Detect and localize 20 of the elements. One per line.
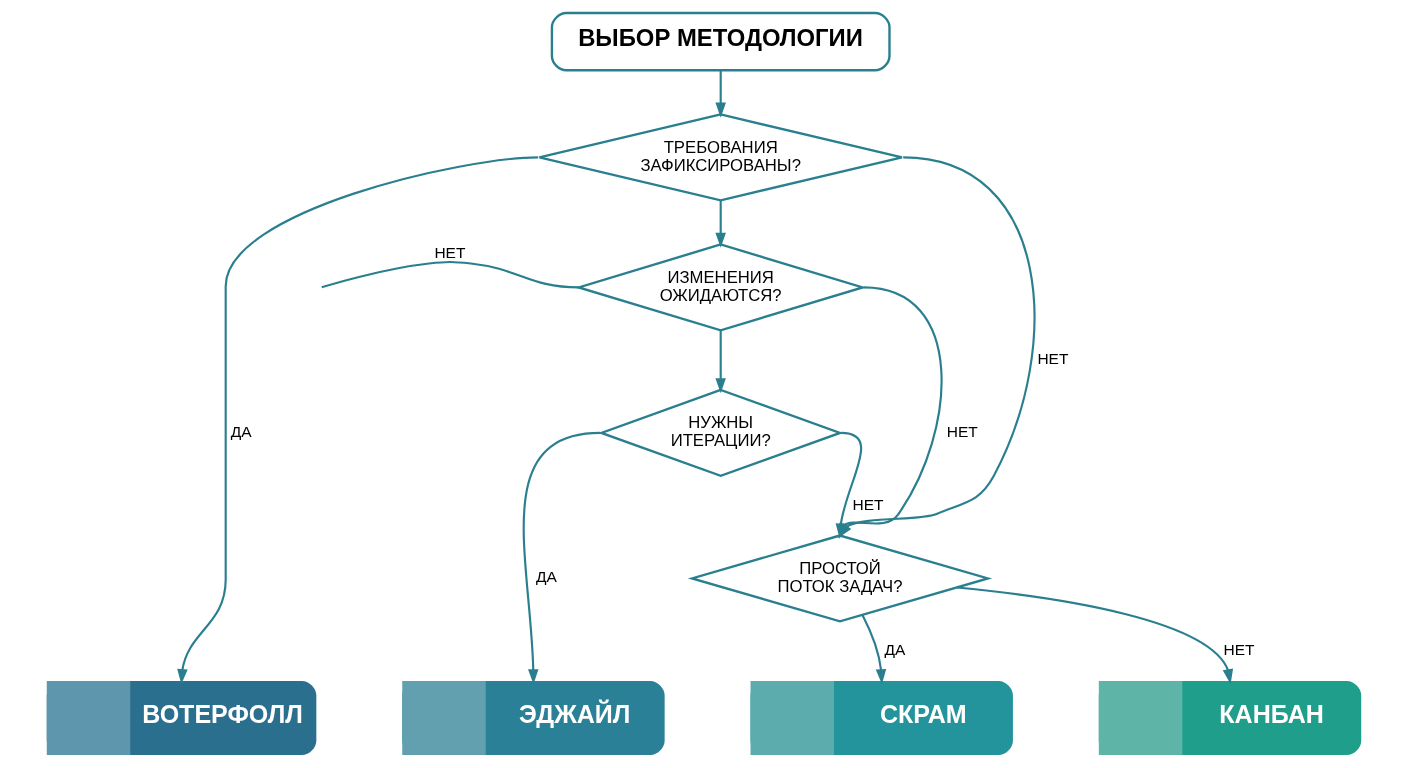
arrow	[715, 330, 726, 394]
node-diamond: НУЖНЫ ИТЕРАЦИИ?	[597, 388, 844, 478]
edge-label: НЕТ	[1223, 641, 1255, 659]
edge-label: ДА	[536, 568, 557, 586]
arrow	[715, 200, 726, 248]
connector	[321, 260, 579, 289]
edge-label: НЕТ	[434, 244, 466, 262]
arrow	[177, 156, 539, 685]
edge-label: НЕТ	[1037, 350, 1069, 368]
node-diamond: ТРЕБОВАНИЯ ЗАФИКСИРОВАНЫ?	[538, 113, 904, 202]
arrow	[522, 431, 601, 685]
edge-label: НЕТ	[946, 422, 978, 440]
edge-label: ДА	[230, 422, 252, 440]
edge-label: ДА	[884, 641, 906, 659]
edge-label: НЕТ	[852, 495, 884, 513]
arrow	[956, 586, 1234, 685]
arrow	[715, 70, 726, 118]
node-diamond: ПРОСТОЙ ПОТОК ЗАДАЧ?	[687, 534, 993, 623]
node-box: ВЫБОР МЕТОДОЛОГИИ	[550, 11, 891, 72]
arrow	[861, 614, 887, 685]
